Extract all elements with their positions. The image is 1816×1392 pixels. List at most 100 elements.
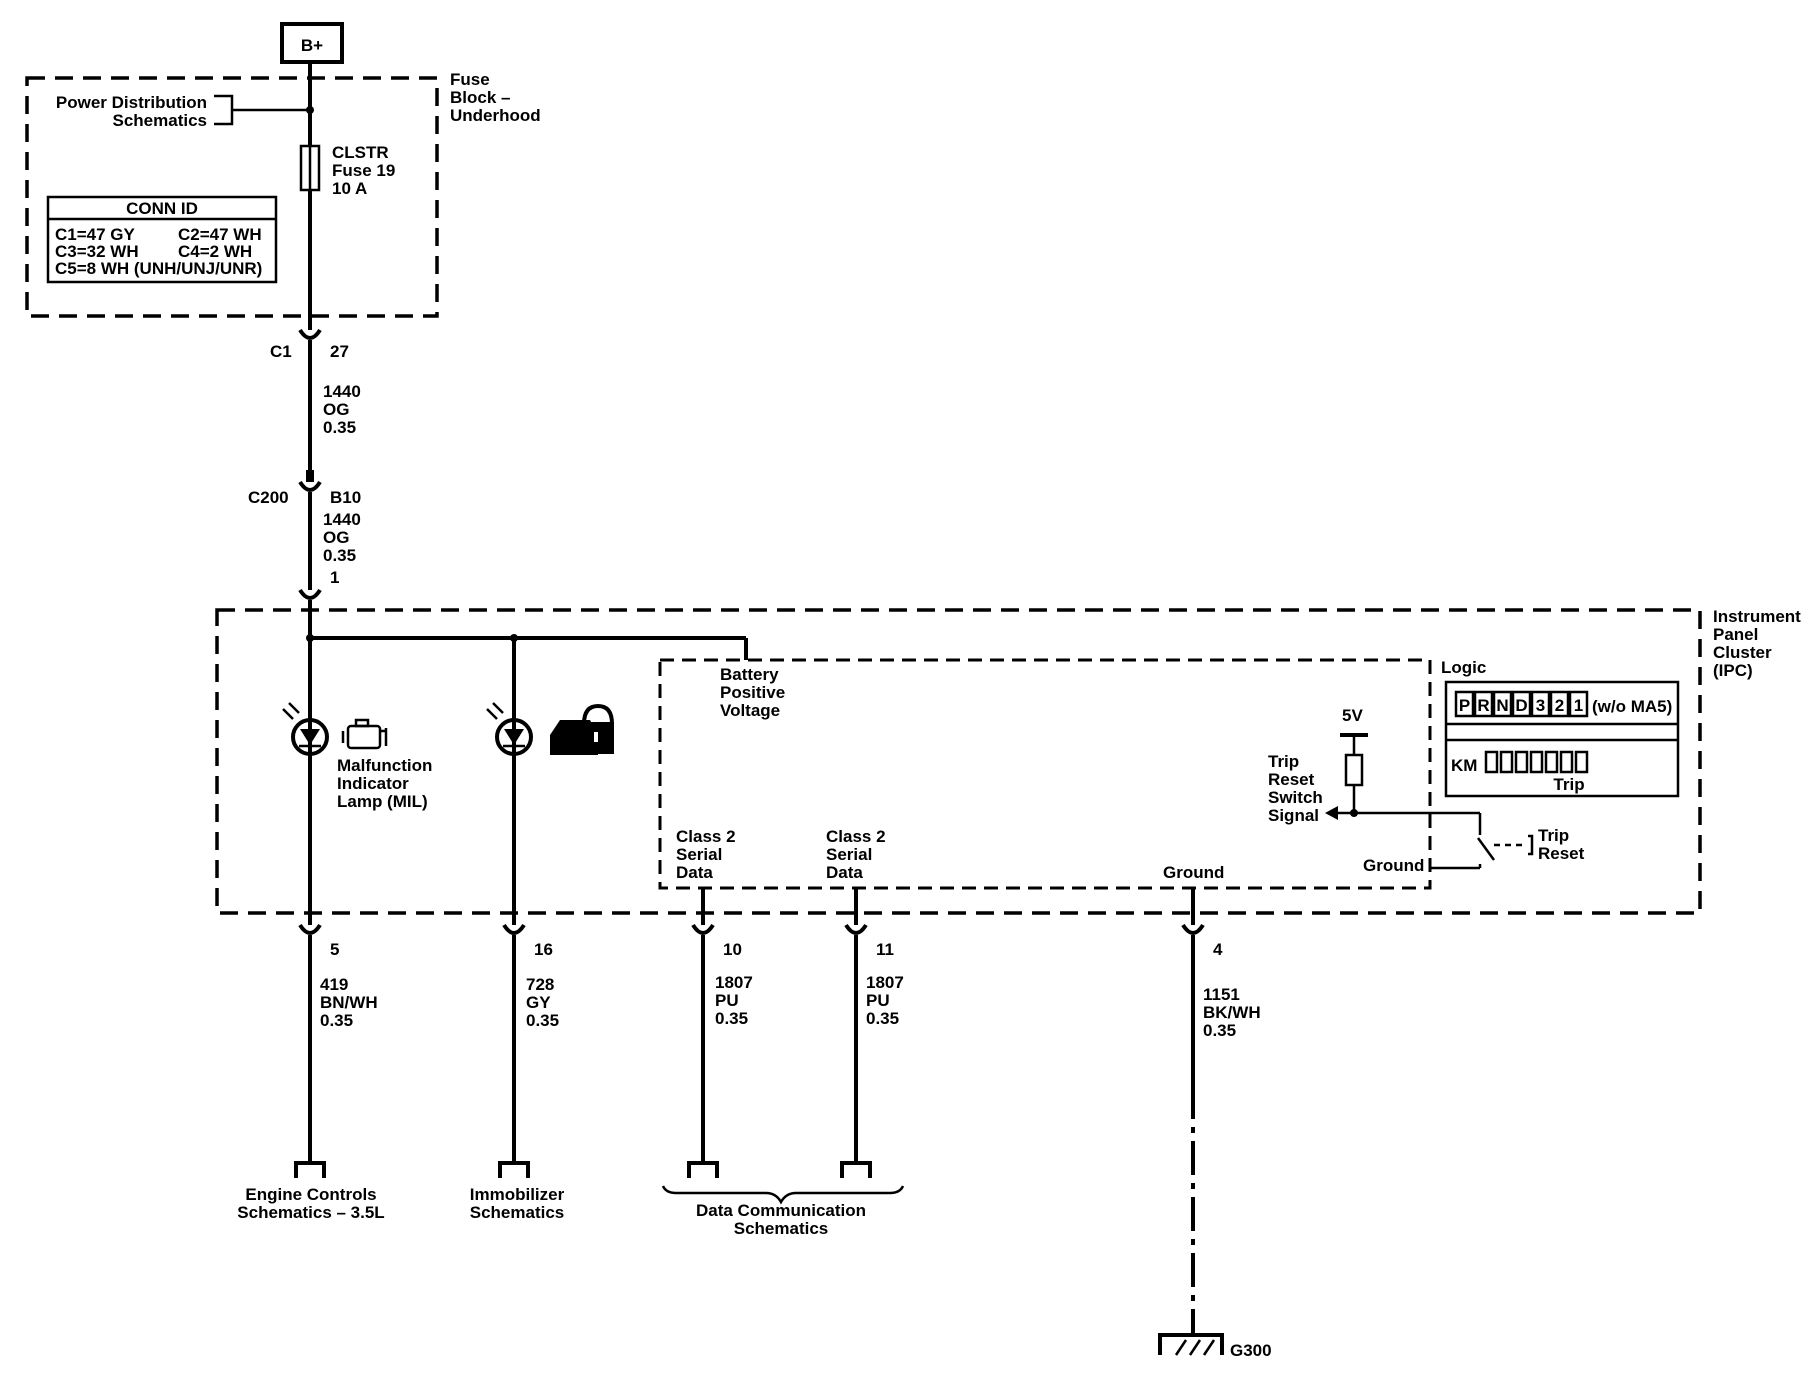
engine-icon	[341, 718, 388, 750]
odometer-digit	[1514, 750, 1529, 774]
svg-text:Reset: Reset	[1538, 844, 1585, 863]
data-communication-ref[interactable]: Data Communication Schematics	[661, 1161, 905, 1238]
fuse-block-label: Fuse Block – Underhood	[450, 70, 541, 125]
svg-text:5V: 5V	[1342, 706, 1363, 725]
svg-text:C1: C1	[270, 342, 292, 361]
svg-text:BN/WH: BN/WH	[320, 993, 378, 1012]
svg-text:Underhood: Underhood	[450, 106, 541, 125]
odometer-digit	[1559, 750, 1574, 774]
svg-text:Data: Data	[676, 863, 713, 882]
trip-signal-label: Trip Reset Switch Signal	[1268, 752, 1323, 825]
svg-text:Immobilizer: Immobilizer	[470, 1185, 565, 1204]
svg-text:Signal: Signal	[1268, 806, 1319, 825]
pin-immobilizer: 16	[502, 923, 553, 1163]
svg-text:5: 5	[330, 940, 339, 959]
battery-voltage-label: Battery Positive Voltage	[720, 665, 785, 720]
svg-text:419: 419	[320, 975, 348, 994]
wire-1151: 1151 BK/WH 0.35	[1203, 985, 1261, 1040]
svg-text:0.35: 0.35	[323, 418, 356, 437]
svg-text:1807: 1807	[715, 973, 753, 992]
svg-text:Schematics: Schematics	[113, 111, 208, 130]
pin-data-2: 11	[844, 923, 894, 1163]
svg-text:Voltage: Voltage	[720, 701, 780, 720]
odometer-display: KM Trip	[1451, 750, 1589, 794]
prnd-letter: N	[1496, 696, 1508, 715]
svg-text:B10: B10	[330, 488, 361, 507]
fuse-block-outline	[25, 76, 439, 318]
odometer-digit	[1544, 750, 1559, 774]
svg-text:1: 1	[330, 568, 339, 587]
svg-text:728: 728	[526, 975, 554, 994]
trip-reset-switch[interactable]	[1430, 811, 1534, 870]
wire-1807-a: 1807 PU 0.35	[715, 973, 753, 1028]
svg-text:1807: 1807	[866, 973, 904, 992]
svg-text:Instrument: Instrument	[1713, 607, 1801, 626]
car-lock-icon	[550, 703, 614, 755]
svg-text:16: 16	[534, 940, 553, 959]
fuse-label: CLSTR Fuse 19 10 A	[332, 143, 395, 198]
pin-mil: 5	[298, 923, 339, 1163]
power-distribution-ref[interactable]: Power Distribution Schematics	[56, 93, 314, 130]
prnd-cell	[1568, 690, 1589, 718]
svg-text:C5=8 WH (UNH/UNJ/UNR): C5=8 WH (UNH/UNJ/UNR)	[55, 259, 262, 278]
svg-text:Trip: Trip	[1553, 775, 1584, 794]
logic-outline	[658, 658, 1432, 890]
svg-text:C200: C200	[248, 488, 289, 507]
pin-ground: 4	[1181, 923, 1223, 1335]
prnd-cell	[1549, 690, 1570, 718]
svg-text:Class 2: Class 2	[826, 827, 886, 846]
svg-text:0.35: 0.35	[323, 546, 356, 565]
svg-text:Positive: Positive	[720, 683, 785, 702]
svg-text:Malfunction: Malfunction	[337, 756, 432, 775]
svg-text:Block –: Block –	[450, 88, 510, 107]
svg-text:Data Communication: Data Communication	[696, 1201, 866, 1220]
engine-controls-ref[interactable]: Engine Controls Schematics – 3.5L	[237, 1161, 385, 1222]
wire-1807-b: 1807 PU 0.35	[866, 973, 904, 1028]
ipc-outline	[215, 608, 1702, 915]
svg-text:1440: 1440	[323, 510, 361, 529]
security-led	[486, 702, 533, 756]
svg-text:1151: 1151	[1203, 985, 1240, 1004]
svg-text:CONN ID: CONN ID	[126, 199, 198, 218]
svg-text:G300: G300	[1230, 1341, 1272, 1360]
svg-text:10 A: 10 A	[332, 179, 367, 198]
svg-text:Trip: Trip	[1268, 752, 1299, 771]
svg-text:Indicator: Indicator	[337, 774, 409, 793]
svg-text:PU: PU	[715, 991, 739, 1010]
svg-text:Reset: Reset	[1268, 770, 1315, 789]
odometer-digit	[1529, 750, 1544, 774]
ipc-pin-1: 1	[298, 568, 339, 638]
prnd-letter: P	[1459, 696, 1470, 715]
prnd-cell	[1511, 690, 1532, 718]
svg-text:0.35: 0.35	[526, 1011, 559, 1030]
connector-c1: C1 27	[270, 328, 349, 470]
svg-text:CLSTR: CLSTR	[332, 143, 389, 162]
serial-data-1-label: Class 2 Serial Data	[676, 827, 736, 882]
wire-1440-lower: 1440 OG 0.35	[323, 510, 361, 565]
pullup-circuit: 5V	[1325, 706, 1430, 820]
ipc-label: Instrument Panel Cluster (IPC)	[1713, 607, 1801, 680]
ground-label: Ground	[1163, 863, 1224, 882]
svg-text:Panel: Panel	[1713, 625, 1758, 644]
svg-text:(IPC): (IPC)	[1713, 661, 1753, 680]
odometer-digit	[1484, 750, 1499, 774]
svg-text:11: 11	[876, 940, 894, 959]
odometer-digit	[1574, 750, 1589, 774]
svg-text:BK/WH: BK/WH	[1203, 1003, 1261, 1022]
prnd-letter: 2	[1555, 696, 1564, 715]
ground-g300: G300	[1158, 1333, 1272, 1360]
mil-label: Malfunction Indicator Lamp (MIL)	[337, 756, 432, 811]
immobilizer-ref[interactable]: Immobilizer Schematics	[470, 1161, 565, 1222]
prnd-letter: D	[1515, 696, 1527, 715]
svg-text:Serial: Serial	[826, 845, 872, 864]
svg-text:Schematics: Schematics	[734, 1219, 829, 1238]
svg-text:Fuse 19: Fuse 19	[332, 161, 395, 180]
svg-text:Switch: Switch	[1268, 788, 1323, 807]
svg-text:C3=32 WH: C3=32 WH	[55, 242, 139, 261]
svg-text:GY: GY	[526, 993, 551, 1012]
prnd-cell	[1473, 690, 1494, 718]
svg-text:Cluster: Cluster	[1713, 643, 1772, 662]
pin-data-1: 10	[691, 923, 742, 1163]
svg-text:27: 27	[330, 342, 349, 361]
